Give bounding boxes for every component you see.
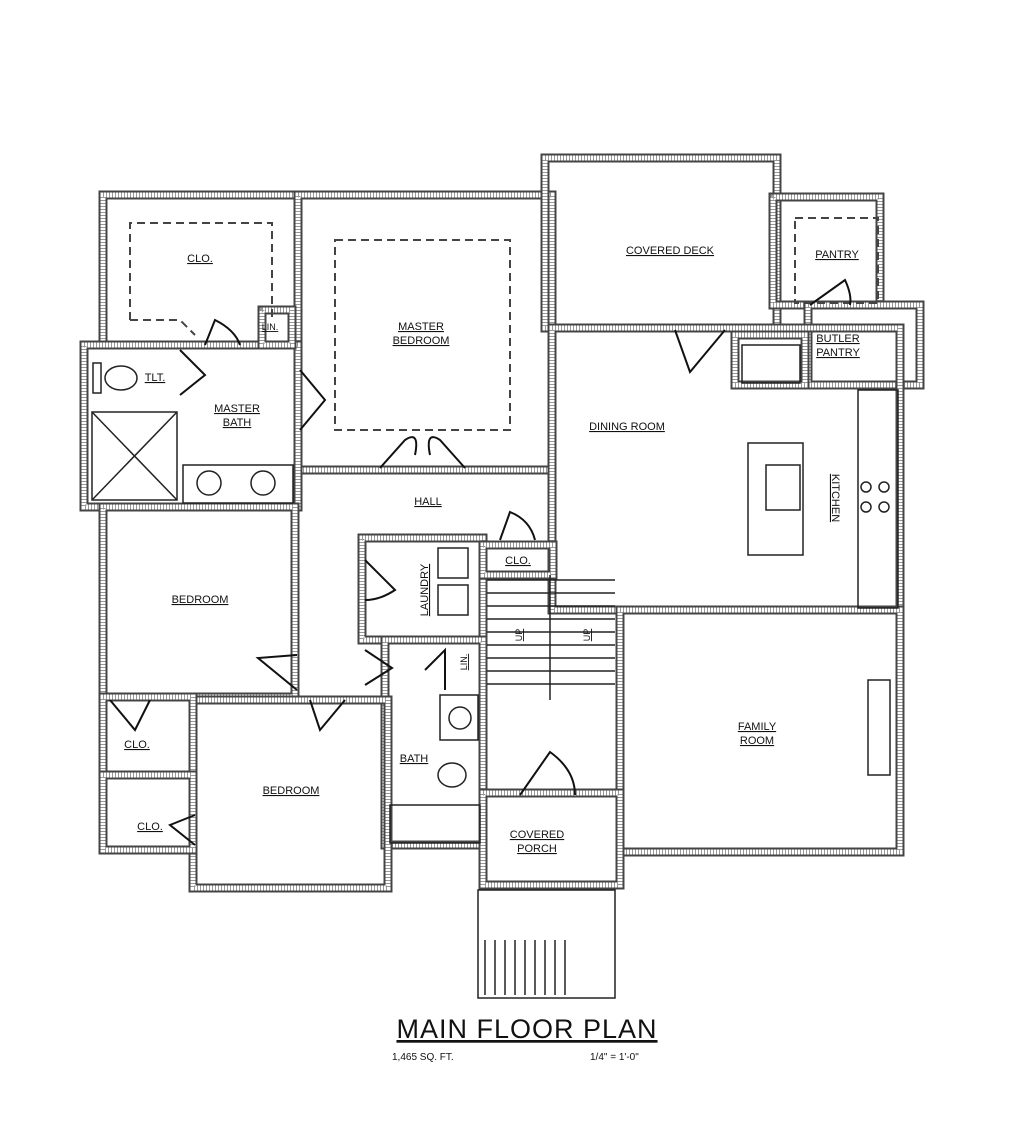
wall	[295, 192, 555, 473]
room-label-hall-closet: CLO.	[505, 555, 531, 567]
bathtub	[389, 804, 481, 844]
plan-scale: 1/4" = 1'-0"	[590, 1052, 639, 1063]
wall	[730, 330, 810, 390]
room-label-butler-pantry: BUTLER	[816, 333, 859, 345]
wall	[547, 323, 905, 615]
room-label-butler-pantry: PANTRY	[816, 347, 860, 359]
room-label-linen: LIN.	[459, 654, 469, 671]
sink-icon	[250, 470, 276, 496]
room-label-master-closet: CLO.	[187, 253, 213, 265]
room-label-master-bath: MASTER	[214, 403, 260, 415]
room-label-closet: CLO.	[124, 739, 150, 751]
closet-shelf-outline	[129, 222, 273, 336]
cooktop-icon	[860, 481, 890, 513]
wall	[100, 772, 196, 853]
plan-title: MAIN FLOOR PLAN	[396, 1014, 657, 1044]
wall	[542, 155, 780, 331]
toilet-fixture	[92, 362, 138, 394]
vanity	[182, 464, 294, 504]
wall	[732, 332, 808, 388]
room-label-master-bedroom: MASTER	[398, 321, 444, 333]
room-label-master-bedroom: BEDROOM	[393, 335, 450, 347]
front-stairs-outline	[477, 889, 616, 999]
wall	[81, 342, 301, 510]
stairs-up-label: UP	[582, 629, 592, 642]
room-label-hall: HALL	[414, 496, 442, 508]
plan-area: 1,465 SQ. FT.	[392, 1052, 454, 1063]
room-label-covered-deck: COVERED DECK	[626, 245, 715, 257]
bath-vanity	[439, 694, 479, 741]
room-label-bedroom: BEDROOM	[172, 594, 229, 606]
wall	[79, 340, 303, 512]
wall	[549, 325, 903, 613]
stairs-up-label: UP	[514, 629, 524, 642]
desk-counter	[741, 344, 801, 384]
room-label-bath: BATH	[400, 753, 429, 765]
room-label-covered-porch: COVERED	[510, 829, 564, 841]
room-label-pantry: PANTRY	[815, 249, 859, 261]
wall	[259, 307, 295, 348]
wall	[549, 325, 903, 613]
sink-icon	[196, 470, 222, 496]
room-label-dining-room: DINING ROOM	[589, 421, 665, 433]
room-label-bedroom: BEDROOM	[263, 785, 320, 797]
wall	[540, 153, 782, 333]
wall	[480, 790, 623, 888]
shower-fixture	[91, 411, 178, 501]
room-label-master-bath: BATH	[223, 417, 252, 429]
dryer	[437, 584, 469, 616]
interior-stairs	[487, 575, 615, 700]
wall	[480, 542, 556, 578]
room-label-family-room: ROOM	[740, 735, 774, 747]
pantry-shelf-outline	[794, 217, 879, 304]
room-label-linen: LIN.	[262, 322, 279, 332]
room-label-family-room: FAMILY	[738, 721, 777, 733]
walls	[79, 153, 925, 893]
wall	[81, 342, 301, 510]
sink-icon	[448, 706, 472, 730]
room-label-kitchen: KITCHEN	[829, 474, 841, 522]
kitchen-island	[747, 442, 804, 556]
wall	[100, 772, 196, 853]
wall	[98, 770, 198, 855]
wall	[359, 535, 486, 643]
room-label-laundry: LAUNDRY	[419, 563, 431, 616]
room-label-covered-porch: PORCH	[517, 843, 557, 855]
room-label-closet: CLO.	[137, 821, 163, 833]
room-label-toilet: TLT.	[145, 372, 166, 384]
front-stairs	[477, 889, 616, 999]
wall	[732, 332, 808, 388]
doors	[109, 278, 852, 846]
toilet-fixture	[437, 762, 467, 788]
wall	[542, 155, 780, 331]
wall	[770, 194, 883, 308]
fireplace	[867, 679, 891, 776]
kitchen-counter	[857, 389, 899, 609]
washer	[437, 547, 469, 579]
wall	[617, 607, 903, 855]
kitchen-sink-icon	[765, 464, 801, 511]
wall	[382, 637, 486, 848]
